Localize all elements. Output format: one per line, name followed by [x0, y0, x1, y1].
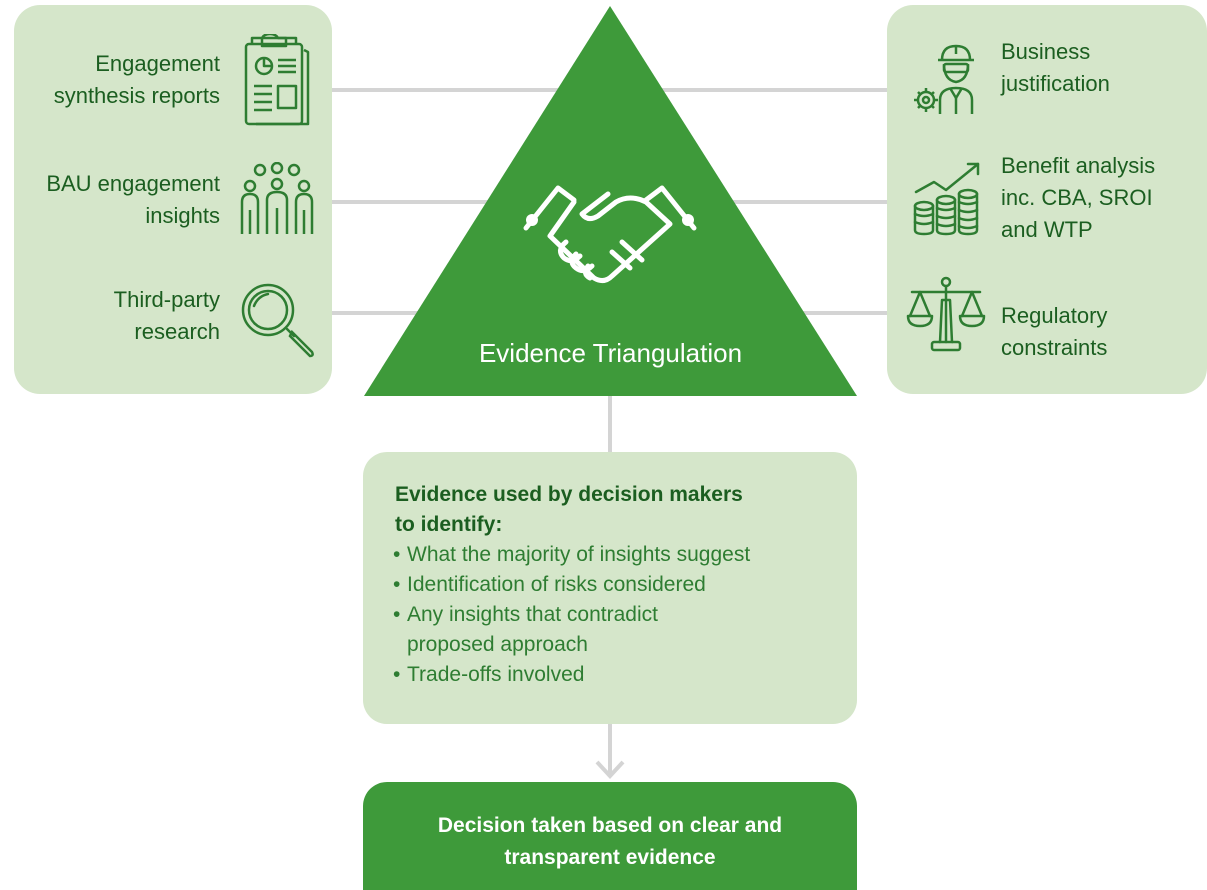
evidence-list: What the majority of insights suggest Id…: [393, 540, 843, 690]
down-arrow-icon: [595, 724, 625, 779]
decision-text: Decision taken based on clear and transp…: [437, 814, 783, 869]
engineer-gear-icon: [914, 44, 974, 114]
scales-icon: [906, 276, 986, 352]
magnifying-glass-icon: [241, 283, 314, 358]
source-label-engagement-reports: Engagement synthesis reports: [53, 51, 220, 108]
evidence-triangle: [364, 6, 857, 396]
evidence-heading: Evidence used by decision makers to iden…: [395, 483, 743, 536]
evidence-usage-box: Evidence used by decision makers to iden…: [363, 452, 857, 724]
handshake-icon: [523, 185, 697, 284]
people-group-icon: [240, 162, 314, 234]
evidence-list-item: Any insights that contradict proposed ap…: [393, 600, 737, 660]
evidence-list-item: Trade-offs involved: [393, 660, 843, 690]
source-label-benefit-analysis: Benefit analysis inc. CBA, SROI and WTP: [1001, 153, 1156, 242]
source-label-third-party-research: Third-party research: [113, 287, 220, 344]
triangle-title: Evidence Triangulation: [478, 338, 743, 368]
decision-box: Decision taken based on clear and transp…: [363, 782, 857, 890]
evidence-list-item: Identification of risks considered: [393, 570, 843, 600]
left-sources-panel: [14, 5, 332, 394]
evidence-list-item: What the majority of insights suggest: [393, 540, 843, 570]
coins-growth-chart-icon: [913, 162, 980, 236]
connector-vertical-line: [608, 396, 612, 452]
source-label-bau-insights: BAU engagement insights: [46, 171, 220, 228]
source-label-business-justification: Business justification: [1001, 39, 1110, 96]
source-label-regulatory-constraints: Regulatory constraints: [1001, 303, 1108, 360]
report-clipboard-icon: [244, 34, 310, 126]
